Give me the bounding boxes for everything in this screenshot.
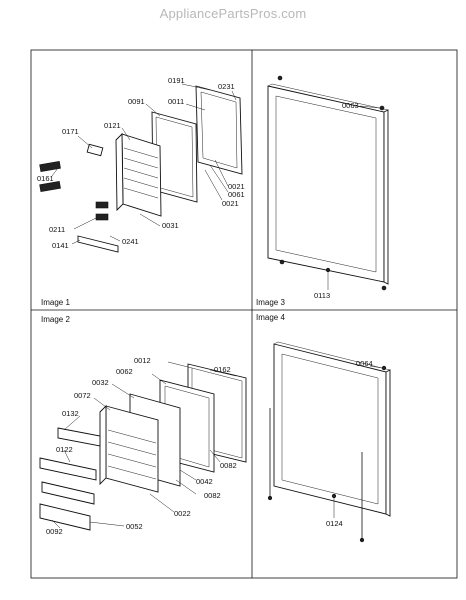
screw-top-right (379, 105, 385, 111)
label-0092: 0092 (46, 527, 63, 536)
label-0124: 0124 (326, 519, 343, 528)
screw-4-bottom-mid (331, 493, 337, 499)
label-0141: 0141 (52, 241, 69, 250)
part-0161-hinge-a (39, 160, 61, 173)
panel-image-3: 0063 0113 Image 3 (256, 75, 389, 307)
caption-image-1: Image 1 (41, 298, 70, 307)
part-0121-liner (121, 133, 162, 217)
screw-top-left (277, 75, 283, 81)
panel-image-4: Image 4 0064 0124 (256, 313, 391, 543)
label-0012: 0012 (134, 356, 151, 365)
panel1-leaders (51, 83, 237, 245)
label-0061: 0061 (228, 190, 245, 199)
watermark: AppliancePartsPros.com (159, 6, 307, 21)
caption-image-2: Image 2 (41, 315, 70, 324)
label-0121: 0121 (104, 121, 121, 130)
label-0113: 0113 (314, 291, 330, 300)
panel-image-1: 0191 0231 0091 0011 0121 0171 0161 0021 … (37, 76, 245, 307)
liner2-shelf-lines (107, 429, 157, 480)
label-0064: 0064 (356, 359, 373, 368)
label-0042: 0042 (196, 477, 213, 486)
door-frame-outer (267, 85, 385, 283)
label-0231: 0231 (218, 82, 235, 91)
door-frame-side (383, 109, 389, 285)
panel-grid (30, 49, 458, 579)
label-0011: 0011 (168, 97, 184, 106)
label-0062: 0062 (116, 367, 133, 376)
part-0141-handle (77, 235, 119, 253)
panel2-leaders (51, 361, 237, 529)
label-0082-a: 0082 (220, 461, 237, 470)
label-0241: 0241 (122, 237, 139, 246)
door-frame-inner (275, 95, 377, 273)
label-0072: 0072 (74, 391, 91, 400)
label-0191: 0191 (168, 76, 185, 85)
part-0092-bin (39, 503, 91, 531)
door-frame-4-outer (273, 343, 387, 515)
door-frame-4-side (385, 369, 391, 517)
part-0161-hinge-b (39, 180, 61, 193)
part-bin-mid (41, 481, 95, 505)
panel-image-2: Image 2 (39, 315, 247, 536)
label-0211: 0211 (49, 225, 65, 234)
label-0052: 0052 (126, 522, 143, 531)
part-0072-liner (105, 405, 159, 493)
panel4-leaders (333, 365, 383, 518)
caption-image-3: Image 3 (256, 298, 285, 307)
panel3-leaders (327, 105, 381, 290)
screw-4-top-right (381, 365, 387, 371)
caption-image-4: Image 4 (256, 313, 285, 322)
label-0032: 0032 (92, 378, 109, 387)
sheet-border (30, 49, 458, 579)
part-0011-panel (200, 91, 238, 169)
label-0171: 0171 (62, 127, 79, 136)
screw-bottom-mid (325, 267, 331, 273)
label-0063: 0063 (342, 101, 359, 110)
label-0132: 0132 (62, 409, 79, 418)
label-0031: 0031 (162, 221, 179, 230)
door-frame-4-inner (281, 353, 379, 505)
part-small-a (95, 201, 109, 209)
part-0191-frame (195, 85, 243, 175)
label-0091: 0091 (128, 97, 145, 106)
screw-bottom-left (279, 259, 285, 265)
label-0022: 0022 (174, 509, 191, 518)
screw-bottom-right (381, 285, 387, 291)
label-0161: 0161 (37, 174, 54, 183)
label-0122: 0122 (56, 445, 73, 454)
part-small-b (95, 213, 109, 221)
part-0132-shelf (57, 427, 101, 447)
label-0162: 0162 (214, 365, 231, 374)
label-0082-b: 0082 (204, 491, 221, 500)
liner-shelf-lines (123, 147, 159, 199)
label-0021-b: 0021 (222, 199, 239, 208)
label-0021-a: 0021 (228, 182, 245, 191)
part-0122-bin (39, 457, 97, 481)
